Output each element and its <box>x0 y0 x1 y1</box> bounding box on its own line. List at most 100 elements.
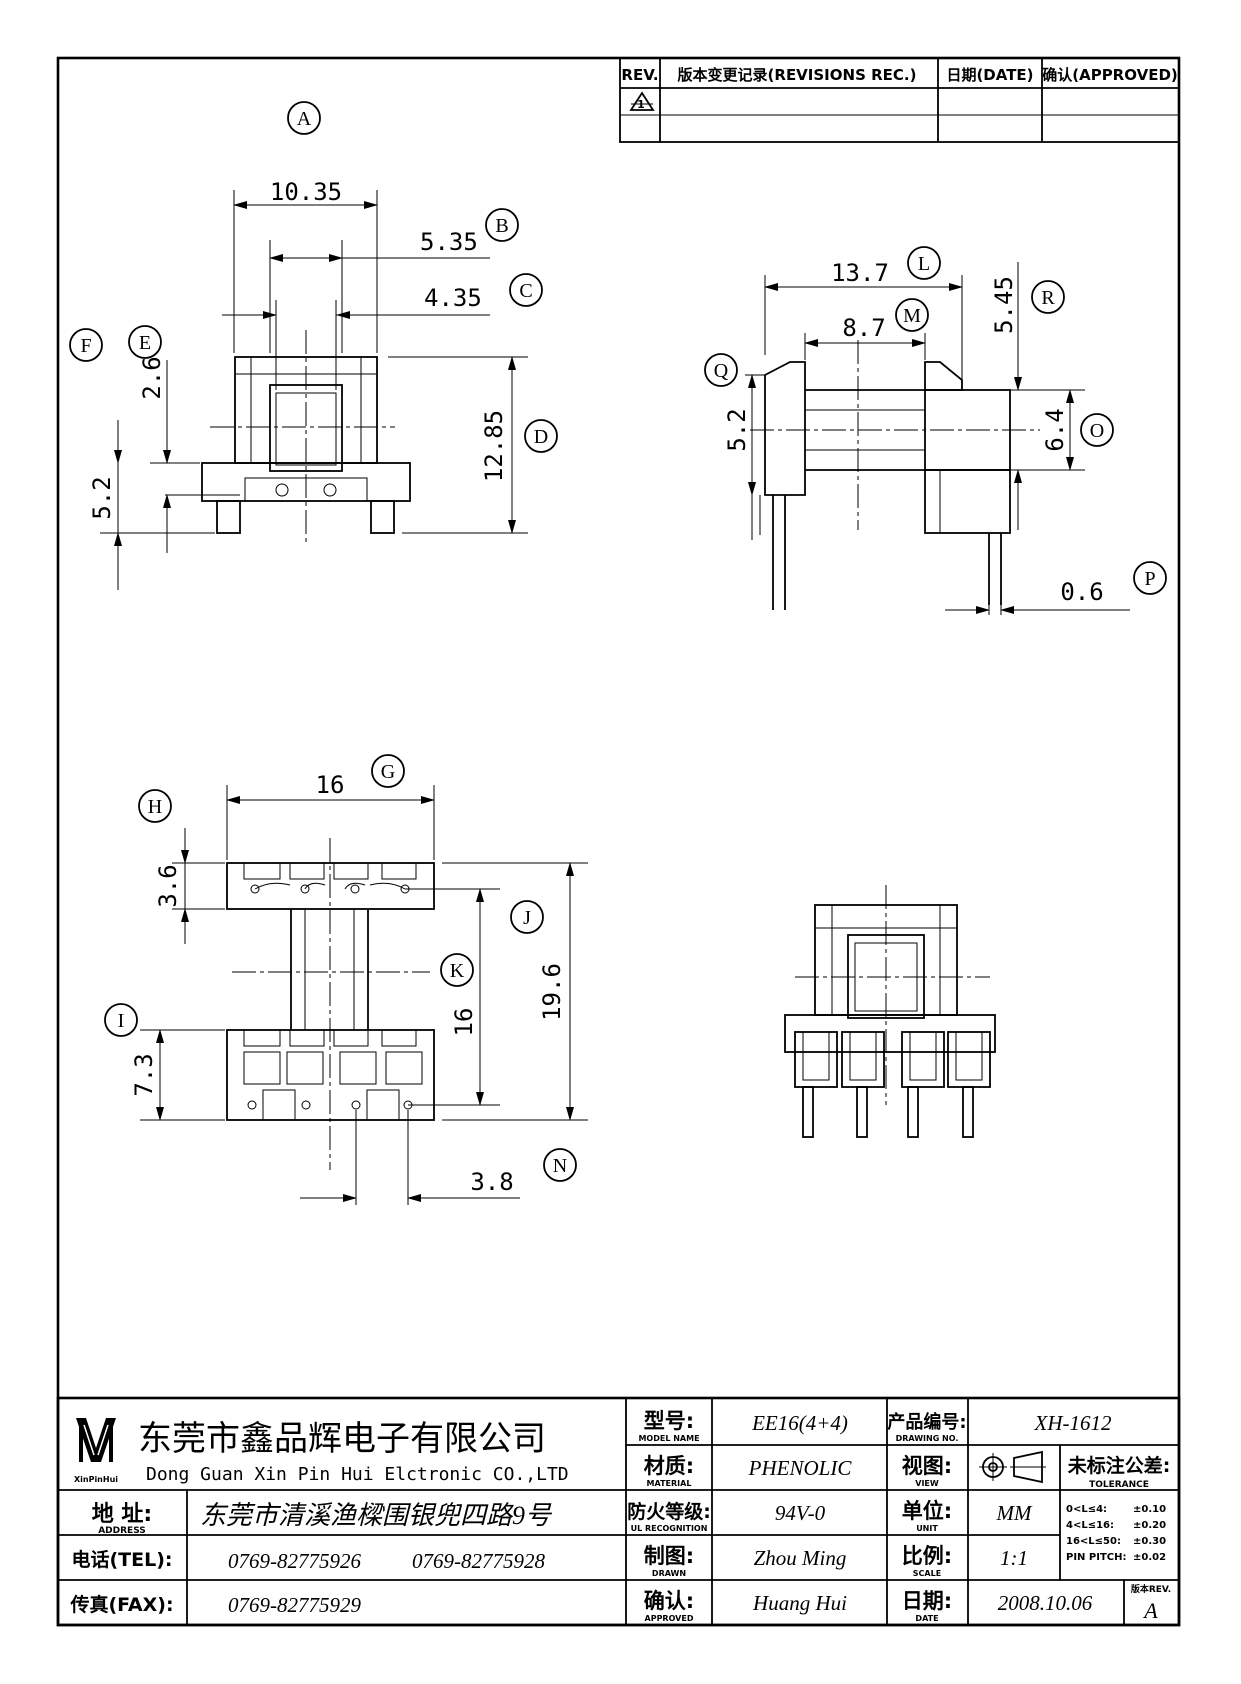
front-view-label: A <box>297 108 312 130</box>
fax-label: 传真(FAX): <box>69 1593 173 1616</box>
tag-c: C <box>519 280 532 302</box>
tolerance-label: 未标注公差: <box>1067 1454 1171 1477</box>
scale-label: 比例: <box>902 1544 952 1568</box>
logo-text: XinPinHui <box>74 1475 118 1484</box>
tolerance-label-en: TOLERANCE <box>1089 1480 1149 1490</box>
scale-value: 1:1 <box>1000 1546 1028 1570</box>
tel-1: 0769-82775926 <box>228 1549 361 1573</box>
tag-b: B <box>495 215 508 237</box>
address-label: 地 址: <box>92 1502 152 1527</box>
tag-h: H <box>148 796 162 818</box>
tag-j: J <box>523 907 531 929</box>
address-value: 东莞市清溪渔樑围银兜四路9号 <box>200 1501 553 1530</box>
drawn-label-en: DRAWN <box>652 1569 686 1578</box>
company-name-cn: 东莞市鑫品辉电子有限公司 <box>138 1420 546 1458</box>
revisions-header: 版本变更记录(REVISIONS REC.) <box>678 66 917 84</box>
tag-m: M <box>903 305 921 327</box>
material-value: PHENOLIC <box>748 1456 853 1480</box>
scale-label-en: SCALE <box>913 1569 941 1578</box>
tag-i: I <box>118 1010 125 1032</box>
title-block: XinPinHui 东莞市鑫品辉电子有限公司 Dong Guan Xin Pin… <box>56 1396 1181 1627</box>
dim-3-8: 3.8 <box>470 1168 513 1196</box>
company-logo: XinPinHui <box>74 1418 118 1484</box>
dim-16-height: 16 <box>450 1008 478 1037</box>
model-label: 型号: <box>644 1409 694 1433</box>
date-value: 2008.10.06 <box>998 1591 1093 1615</box>
tel-2: 0769-82775928 <box>412 1549 545 1573</box>
tag-p: P <box>1144 568 1155 590</box>
drawing-no-label-en: DRAWING NO. <box>896 1434 959 1443</box>
unit-value: MM <box>996 1501 1033 1525</box>
date-label-en: DATE <box>915 1614 938 1623</box>
tol-value-1: ±0.10 <box>1133 1504 1166 1515</box>
rev-header: REV. <box>621 66 658 84</box>
model-label-en: MODEL NAME <box>638 1434 699 1443</box>
drawn-label: 制图: <box>644 1544 694 1568</box>
company-name-en: Dong Guan Xin Pin Hui Elctronic CO.,LTD <box>146 1464 569 1485</box>
dim-5-2-front: 5.2 <box>88 476 116 519</box>
bottom-view: 16 G 3.6 H 19.6 J 16 K 7.3 I <box>104 754 588 1205</box>
dim-6-4: 6.4 <box>1041 408 1069 451</box>
approved-label: 确认: <box>644 1589 694 1613</box>
dim-8-7: 8.7 <box>842 314 885 342</box>
fire-label: 防火等级: <box>627 1500 711 1523</box>
dim-13-7: 13.7 <box>831 259 889 287</box>
projection-symbol-icon <box>979 1450 1046 1484</box>
unit-label-en: UNIT <box>916 1524 938 1533</box>
tag-r: R <box>1041 287 1055 309</box>
dim-3-6: 3.6 <box>154 864 182 907</box>
dim-19-6: 19.6 <box>538 963 566 1021</box>
revision-number: 1 <box>637 98 645 111</box>
dim-5-2-side: 5.2 <box>723 408 751 451</box>
tol-value-4: ±0.02 <box>1133 1552 1166 1563</box>
fire-label-en: UL RECOGNITION <box>631 1524 708 1533</box>
tag-q: Q <box>714 360 729 382</box>
tol-value-2: ±0.20 <box>1133 1520 1166 1531</box>
view-label: 视图: <box>902 1454 952 1478</box>
revision-block: REV. 版本变更记录(REVISIONS REC.) 日期(DATE) 确认(… <box>619 57 1180 143</box>
unit-label: 单位: <box>902 1499 952 1523</box>
tag-k: K <box>450 960 465 982</box>
tag-o: O <box>1090 420 1104 442</box>
material-label: 材质: <box>644 1454 694 1478</box>
fax-value: 0769-82775929 <box>228 1593 361 1617</box>
dim-16-width: 16 <box>316 771 345 799</box>
tol-range-2: 4<L≤16: <box>1066 1520 1114 1531</box>
tol-range-4: PIN PITCH: <box>1066 1552 1126 1563</box>
drawn-value: Zhou Ming <box>754 1546 847 1570</box>
tag-g: G <box>381 761 395 783</box>
tol-value-3: ±0.30 <box>1133 1536 1166 1547</box>
date-header: 日期(DATE) <box>946 66 1033 84</box>
dim-2-6: 2.6 <box>138 356 166 399</box>
dim-12-85: 12.85 <box>480 410 508 482</box>
tag-d: D <box>534 426 548 448</box>
dim-4-35: 4.35 <box>424 284 482 312</box>
rev-value: A <box>1142 1598 1158 1623</box>
dim-7-3: 7.3 <box>130 1053 158 1096</box>
tag-f: F <box>80 335 91 357</box>
tag-n: N <box>553 1155 567 1177</box>
approved-label-en: APPROVED <box>645 1614 694 1623</box>
tag-l: L <box>918 253 930 275</box>
tel-label: 电话(TEL): <box>71 1548 172 1571</box>
approved-value: Huang Hui <box>752 1591 847 1615</box>
rev-label: 版本REV. <box>1130 1583 1171 1595</box>
dim-5-45: 5.45 <box>990 276 1018 334</box>
end-view <box>784 885 996 1138</box>
approved-header: 确认(APPROVED) <box>1042 66 1178 84</box>
address-label-en: ADDRESS <box>98 1526 146 1536</box>
model-value: EE16(4+4) <box>751 1411 848 1435</box>
front-view: A 10.35 5.35 B <box>69 101 558 590</box>
date-label: 日期: <box>902 1589 952 1613</box>
dim-5-35: 5.35 <box>420 228 478 256</box>
drawing-no-value: XH-1612 <box>1034 1411 1112 1435</box>
tag-e: E <box>139 332 151 354</box>
drawing-no-label: 产品编号: <box>887 1411 966 1433</box>
tol-range-1: 0<L≤4: <box>1066 1504 1107 1515</box>
material-label-en: MATERIAL <box>647 1479 692 1488</box>
revision-triangle-icon <box>629 91 655 111</box>
side-view: 13.7 L 8.7 M 5.45 R 6.4 O 5.2 Q <box>704 246 1167 615</box>
tol-range-3: 16<L≤50: <box>1066 1536 1121 1547</box>
dim-0-6: 0.6 <box>1060 578 1103 606</box>
